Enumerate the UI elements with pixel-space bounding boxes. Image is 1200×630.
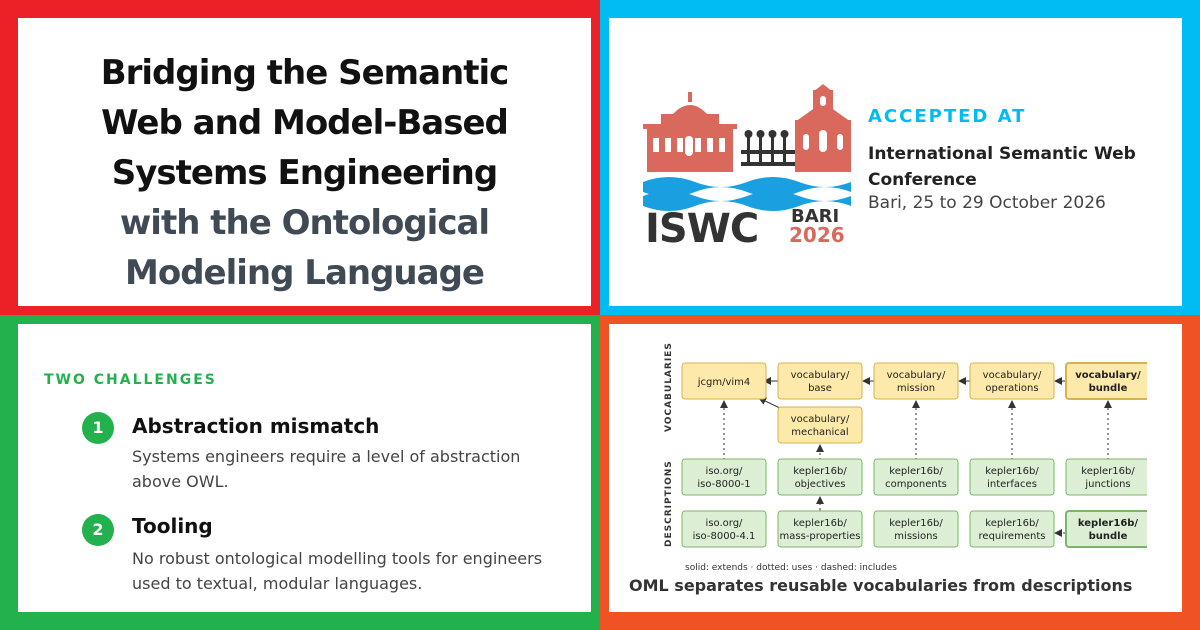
- node-label: requirements: [979, 531, 1046, 542]
- node-label: vocabulary/: [1075, 370, 1141, 381]
- node-label: components: [885, 479, 947, 490]
- oml-diagram: VOCABULARIES DESCRIPTIONS jcg: [664, 342, 1147, 572]
- title-line-5: Modeling Language: [125, 253, 485, 293]
- node-label: kepler16b/: [985, 518, 1039, 529]
- challenges-panel: TWO CHALLENGES 1 Abstraction mismatch Sy…: [0, 315, 600, 630]
- description-node: iso.org/iso-8000-4.1: [681, 510, 767, 548]
- challenges-card: TWO CHALLENGES 1 Abstraction mismatch Sy…: [18, 324, 591, 612]
- node-label: bundle: [1089, 383, 1128, 394]
- vocabulary-node: vocabulary/bundle: [1065, 362, 1147, 400]
- description-node: kepler16b/interfaces: [969, 458, 1055, 496]
- logo-iswc-text: ISWC: [645, 206, 758, 244]
- node-label: vocabulary/: [887, 370, 946, 381]
- node-label: interfaces: [987, 479, 1037, 490]
- description-node: kepler16b/requirements: [969, 510, 1055, 548]
- node-label: bundle: [1089, 531, 1128, 542]
- node-label: junctions: [1084, 479, 1130, 490]
- logo-city-text: BARI: [791, 206, 839, 227]
- iswc-logo: ISWC BARI 2026: [643, 84, 851, 244]
- vocabulary-node: vocabulary/mechanical: [777, 406, 863, 444]
- challenges-heading: TWO CHALLENGES: [44, 372, 217, 388]
- node-label: objectives: [795, 479, 846, 490]
- conference-date: Bari, 25 to 29 October 2026: [868, 193, 1106, 213]
- vocabulary-node: vocabulary/mission: [873, 362, 959, 400]
- node-label: base: [808, 383, 832, 394]
- row-label-vocabularies: VOCABULARIES: [664, 342, 674, 432]
- title-line-3: Systems Engineering: [111, 153, 498, 193]
- node-label: vocabulary/: [791, 414, 850, 425]
- challenge-title: Abstraction mismatch: [132, 414, 380, 438]
- description-node: iso.org/iso-8000-1: [681, 458, 767, 496]
- row-label-descriptions: DESCRIPTIONS: [664, 460, 674, 547]
- conference-panel: ISWC BARI 2026 ACCEPTED AT International…: [600, 0, 1200, 315]
- street-lamps-icon: [741, 130, 795, 166]
- description-node: kepler16b/junctions: [1065, 458, 1147, 496]
- node-label: kepler16b/: [889, 518, 943, 529]
- diagram-caption: OML separates reusable vocabularies from…: [629, 576, 1133, 595]
- node-label: kepler16b/: [793, 466, 847, 477]
- description-node: kepler16b/bundle: [1065, 510, 1147, 548]
- challenge-description: Systems engineers require a level of abs…: [132, 447, 521, 491]
- conference-name: International Semantic Web Conference: [868, 144, 1136, 190]
- node-label: kepler16b/: [889, 466, 943, 477]
- description-node: kepler16b/mass-properties: [777, 510, 863, 548]
- node-label: missions: [894, 531, 937, 542]
- conference-card: ISWC BARI 2026 ACCEPTED AT International…: [609, 18, 1182, 306]
- paper-title: Bridging the Semantic Web and Model-Base…: [18, 48, 591, 298]
- title-line-2: Web and Model-Based: [101, 103, 509, 143]
- diagram-card: VOCABULARIES DESCRIPTIONS jcg: [609, 324, 1182, 612]
- logo-year-text: 2026: [789, 223, 845, 244]
- node-label: iso-8000-4.1: [693, 531, 756, 542]
- description-node: kepler16b/missions: [873, 510, 959, 548]
- title-line-4: with the Ontological: [119, 203, 490, 243]
- challenge-description: No robust ontological modelling tools fo…: [132, 549, 543, 593]
- node-label: kepler16b/: [793, 518, 847, 529]
- vocabulary-node: jcgm/vim4: [681, 362, 767, 400]
- node-label: jcgm/vim4: [697, 377, 751, 388]
- node-label: mission: [897, 383, 935, 394]
- title-panel: Bridging the Semantic Web and Model-Base…: [0, 0, 600, 315]
- diagram-legend: solid: extends · dotted: uses · dashed: …: [685, 563, 897, 572]
- node-label: vocabulary/: [983, 370, 1042, 381]
- vocabulary-node: vocabulary/operations: [969, 362, 1055, 400]
- challenge-title: Tooling: [132, 514, 213, 538]
- number-badge: 2: [82, 514, 114, 546]
- node-label: iso-8000-1: [697, 479, 750, 490]
- title-card: Bridging the Semantic Web and Model-Base…: [18, 18, 591, 306]
- description-node: kepler16b/components: [873, 458, 959, 496]
- description-node: kepler16b/objectives: [777, 458, 863, 496]
- node-label: iso.org/: [706, 518, 744, 529]
- node-label: mass-properties: [780, 531, 861, 542]
- node-label: kepler16b/: [1078, 518, 1139, 529]
- node-label: vocabulary/: [791, 370, 850, 381]
- accepted-label: ACCEPTED AT: [868, 106, 1027, 127]
- node-label: mechanical: [791, 427, 848, 438]
- node-label: kepler16b/: [985, 466, 1039, 477]
- left-building-icon: [643, 92, 737, 172]
- diagram-panel: VOCABULARIES DESCRIPTIONS jcg: [600, 315, 1200, 630]
- number-badge: 1: [82, 412, 114, 444]
- node-label: operations: [985, 383, 1038, 394]
- node-label: iso.org/: [706, 466, 744, 477]
- vocabulary-node: vocabulary/base: [777, 362, 863, 400]
- node-label: kepler16b/: [1081, 466, 1135, 477]
- title-line-1: Bridging the Semantic: [100, 53, 510, 93]
